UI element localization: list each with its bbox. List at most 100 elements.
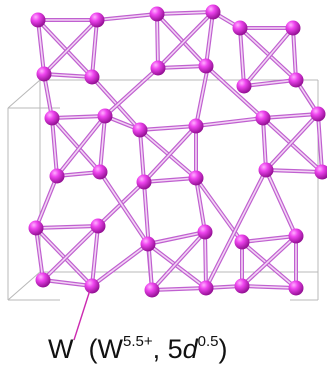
bond	[41, 224, 100, 282]
tungsten-atom	[232, 20, 248, 36]
tungsten-atom	[92, 164, 108, 180]
bond	[34, 174, 59, 230]
bond	[264, 168, 324, 174]
tungsten-atom	[136, 174, 152, 190]
tungsten-atom	[234, 234, 250, 250]
bond	[98, 114, 107, 174]
bond	[156, 10, 215, 70]
bond	[138, 128, 146, 184]
tungsten-atom	[197, 224, 213, 240]
electron-count: 0.5	[197, 333, 219, 350]
tungsten-atom	[255, 110, 271, 126]
tungsten-atom	[188, 118, 204, 134]
element-symbol: W	[48, 334, 74, 364]
bond	[264, 112, 320, 172]
bond	[36, 18, 94, 79]
tungsten-atom	[205, 4, 221, 20]
unit-cell-edge	[7, 79, 41, 109]
tungsten-atom	[97, 108, 113, 124]
bond-network	[34, 10, 324, 292]
tungsten-atom	[150, 60, 166, 76]
paren-open: (W	[88, 334, 123, 364]
bond	[203, 230, 208, 290]
bond	[146, 230, 207, 246]
bond	[194, 64, 210, 128]
tungsten-atom	[285, 20, 301, 36]
bond	[194, 176, 207, 234]
tungsten-atom	[35, 272, 51, 288]
tungsten-atom	[36, 66, 52, 82]
bond	[261, 112, 320, 120]
tungsten-atom	[288, 72, 304, 88]
bond	[238, 26, 298, 82]
tungsten-atom	[314, 164, 327, 180]
tungsten-atom	[89, 12, 105, 28]
bond	[261, 116, 324, 174]
bond	[50, 114, 107, 120]
bond	[155, 10, 215, 16]
bond	[34, 224, 100, 230]
bond	[142, 180, 154, 292]
tungsten-atoms	[28, 4, 327, 298]
bond	[242, 26, 295, 88]
tungsten-atom	[49, 168, 65, 184]
bond	[261, 116, 268, 172]
tungsten-atom	[90, 218, 106, 234]
bond	[34, 226, 45, 282]
tungsten-atom	[310, 106, 326, 122]
paren-close: )	[218, 334, 228, 364]
tungsten-atom	[258, 162, 274, 178]
bond	[240, 234, 298, 244]
bond	[204, 168, 268, 290]
bond	[204, 64, 265, 120]
bond	[316, 112, 324, 174]
bond	[156, 64, 208, 70]
bond	[150, 286, 208, 292]
bond	[204, 10, 215, 68]
tungsten-atom	[132, 122, 148, 138]
orbital-letter: d	[182, 334, 198, 364]
oxidation-state: 5.5+	[122, 333, 153, 350]
tungsten-atom	[236, 78, 252, 94]
bond	[142, 124, 198, 184]
bond	[194, 116, 265, 128]
bond	[95, 12, 159, 22]
bond	[242, 78, 298, 88]
tungsten-atom	[288, 228, 304, 244]
tungsten-atom	[30, 12, 46, 28]
bond	[50, 116, 59, 178]
bond	[41, 278, 94, 288]
tungsten-atom	[144, 282, 160, 298]
bond	[90, 242, 150, 288]
bond	[155, 12, 160, 70]
bond	[138, 124, 198, 132]
bond	[155, 12, 208, 68]
bond	[36, 18, 46, 76]
tungsten-atom	[140, 236, 156, 252]
tungsten-atom	[198, 280, 214, 296]
bond	[103, 66, 160, 118]
bond	[240, 240, 298, 290]
bond	[90, 224, 100, 288]
bond	[146, 242, 208, 290]
bond	[142, 176, 198, 184]
bond	[150, 230, 207, 292]
bond	[98, 170, 150, 246]
tungsten-atom	[198, 58, 214, 74]
tungsten-atom	[149, 6, 165, 22]
bond	[240, 234, 298, 288]
tungsten-atom	[188, 170, 204, 186]
separator: , 5	[152, 334, 183, 364]
bond	[42, 18, 99, 76]
atom-pointer-line	[73, 289, 91, 341]
tungsten-atom	[28, 220, 44, 236]
bond	[291, 26, 298, 82]
unit-cell-edge	[7, 271, 41, 301]
tungsten-atom	[288, 280, 304, 296]
bond	[55, 114, 107, 178]
tungsten-atom	[234, 278, 250, 294]
bond	[264, 168, 298, 238]
atom-label: W (W5.5+, 5d0.5)	[48, 333, 228, 365]
tungsten-atom	[44, 110, 60, 126]
